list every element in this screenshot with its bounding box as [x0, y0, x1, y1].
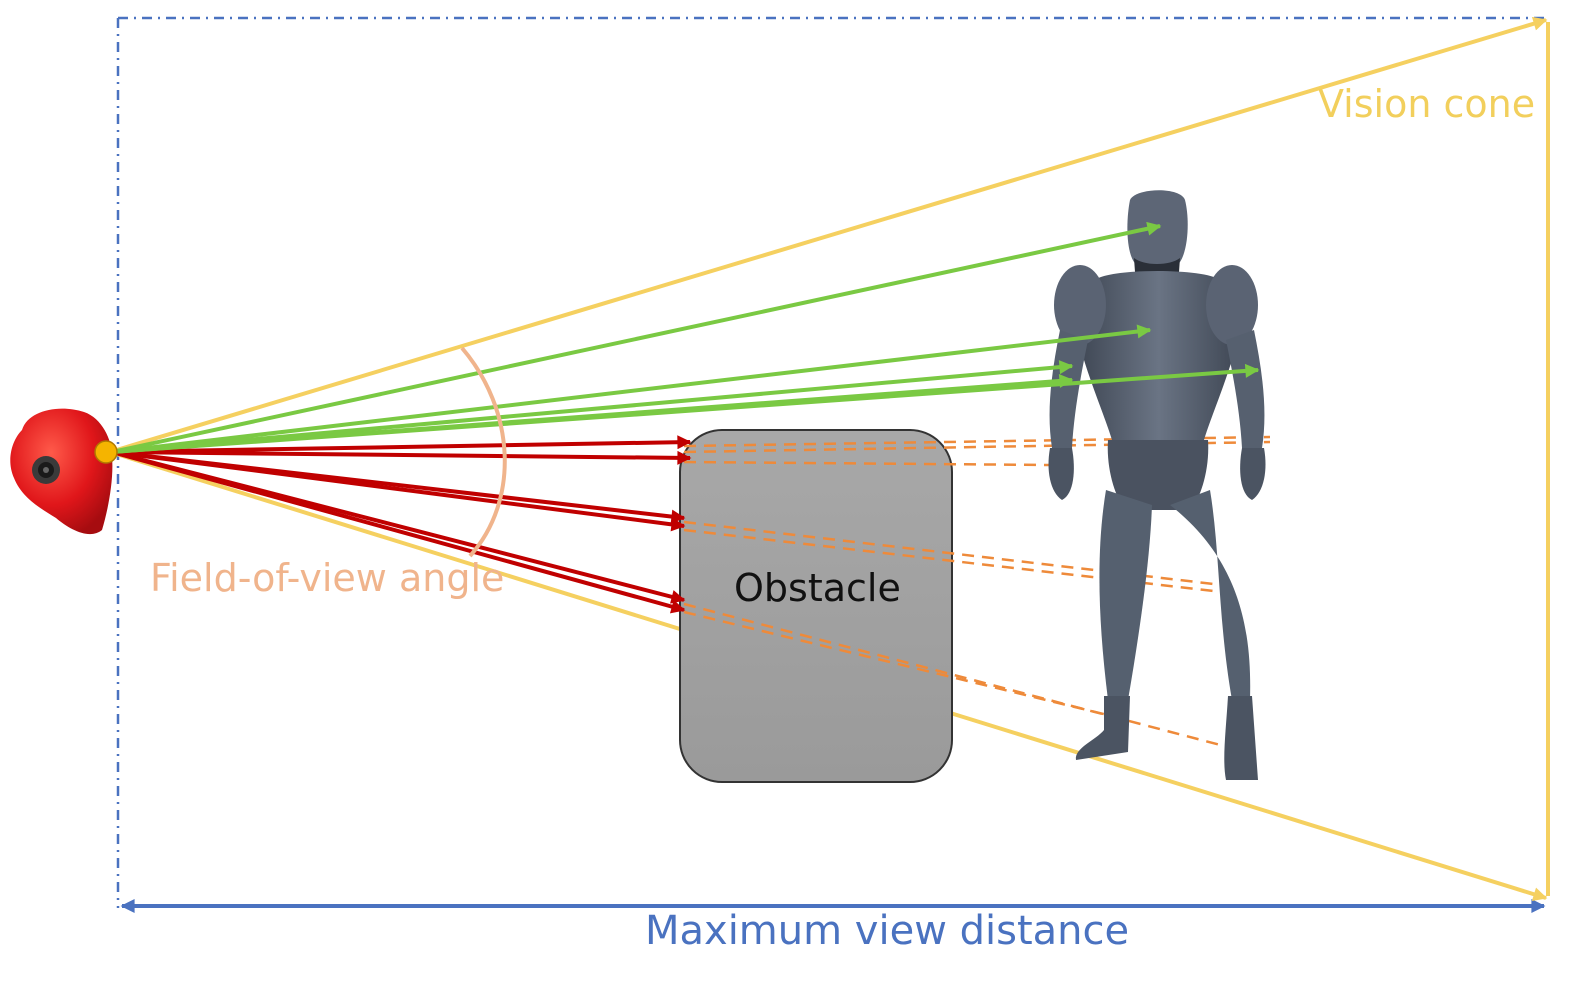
eye-point — [94, 440, 118, 464]
fov-arc — [460, 346, 507, 558]
vision-cone-label: Vision cone — [1318, 82, 1536, 126]
observer-head — [10, 408, 113, 535]
visible-rays — [111, 221, 1260, 454]
blocked-rays — [111, 435, 692, 614]
fov-angle-label: Field-of-view angle — [150, 556, 505, 600]
humanoid-figure — [1048, 190, 1266, 780]
max-view-distance-label: Maximum view distance — [645, 908, 1130, 954]
view-distance-frame — [116, 16, 1548, 908]
obstacle-label: Obstacle — [734, 566, 901, 610]
